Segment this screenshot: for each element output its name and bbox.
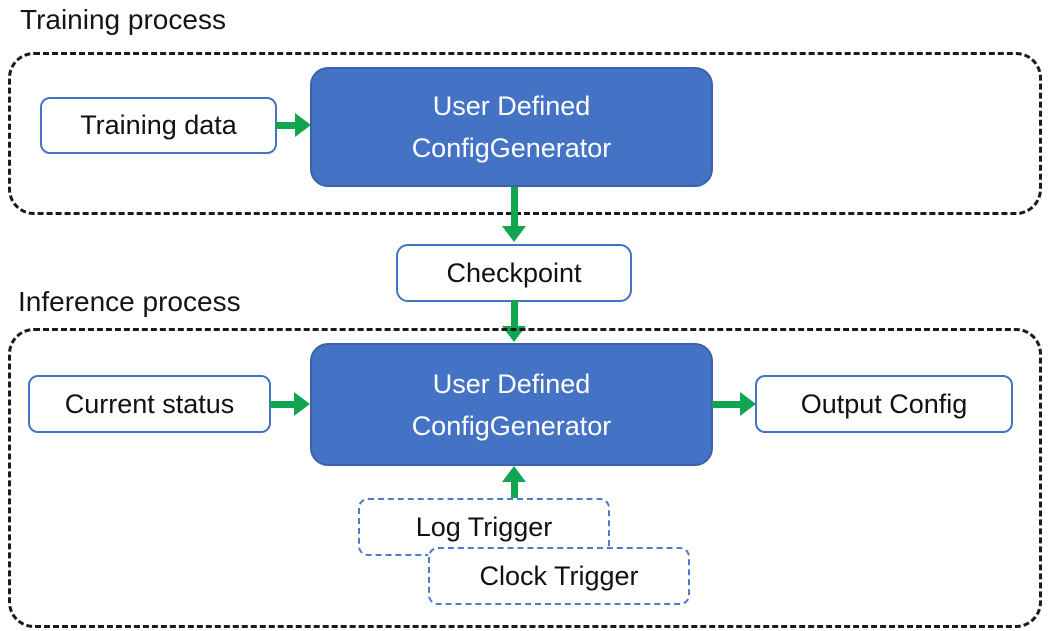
arrow-shaft [712,400,742,408]
inference-process-label: Inference process [18,286,241,317]
current-status-box: Current status [28,375,271,433]
arrow-shaft [276,121,297,129]
inference-process-container [8,328,1042,628]
arrow-shaft [510,300,518,328]
inference-config-generator-box: User Defined ConfigGenerator [310,343,713,466]
arrow-training-data-to-generator [276,113,311,137]
arrow-generator-to-output-config [712,392,756,416]
clock-trigger-box: Clock Trigger [428,547,690,605]
arrow-head [502,226,526,242]
output-config-box: Output Config [755,375,1013,433]
training-config-generator-line1: User Defined [432,91,591,121]
inference-config-generator-line1: User Defined [432,368,591,399]
training-process-label: Training process [20,4,226,35]
arrow-generator-to-checkpoint [502,187,526,242]
training-process-container [8,52,1042,215]
inference-config-generator-line2: ConfigGenerator [411,410,612,441]
training-config-generator-line2: ConfigGenerator [411,133,612,163]
arrow-shaft [510,480,518,498]
arrow-current-status-to-generator [270,392,310,416]
arrow-head [294,392,310,416]
arrow-head [740,392,756,416]
arrow-triggers-to-generator [502,466,526,498]
checkpoint-box: Checkpoint [396,244,632,302]
arrow-head [295,113,311,137]
training-data-box: Training data [40,97,277,154]
arrow-shaft [270,400,296,408]
arrow-shaft [510,187,518,228]
training-config-generator-box: User Defined ConfigGenerator [310,67,713,187]
arrow-head [502,466,526,482]
